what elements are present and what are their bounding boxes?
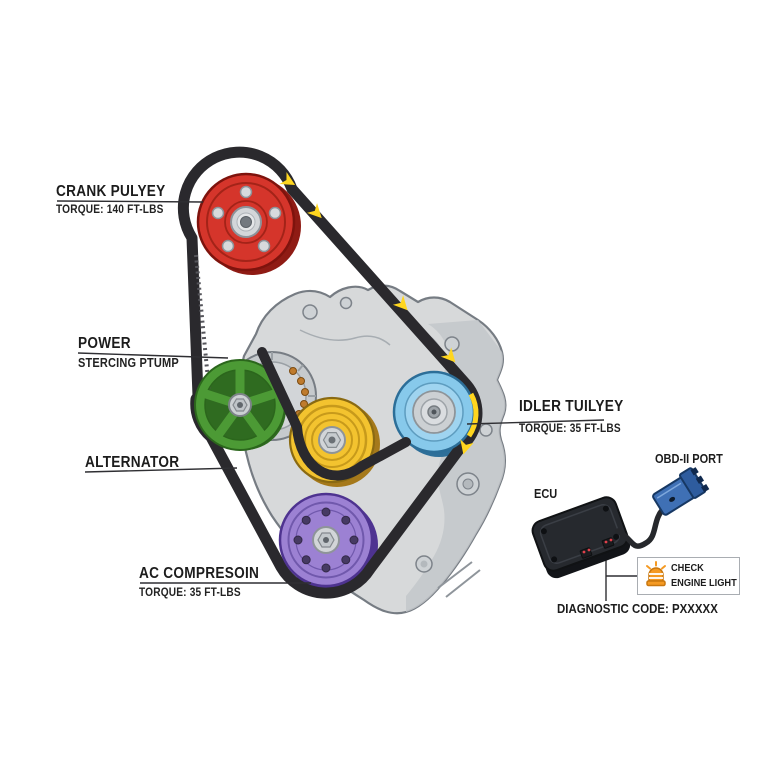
power-steering-pulley xyxy=(194,359,286,451)
belt-rib-texture xyxy=(194,254,211,391)
check-engine-light-icon xyxy=(646,561,666,587)
idler-pulley xyxy=(392,370,476,454)
ac-compressor-pulley xyxy=(278,492,374,588)
ac-compressor-torque: TORQUE: 35 FT-LBS xyxy=(139,587,241,599)
ecu-module xyxy=(531,496,631,579)
diagnostic-code-label: DIAGNOSTIC CODE: PXXXXX xyxy=(557,601,718,616)
crank-pulley xyxy=(196,172,296,272)
ecu-label: ECU xyxy=(534,487,558,501)
idler-leader-line xyxy=(466,419,605,425)
crank-pulley-label: CRANK PULYEY xyxy=(56,183,166,200)
alternator-label: ALTERNATOR xyxy=(85,454,180,471)
leader-lines xyxy=(56,200,637,601)
alternator-leader-line xyxy=(84,467,238,473)
power-steering-leader-line xyxy=(77,352,229,359)
ecu-leader-line xyxy=(605,559,637,601)
obd2-connector xyxy=(652,467,710,516)
serpentine-belt-inner-run xyxy=(257,347,411,481)
obd-port-label: OBD-II PORT xyxy=(655,452,723,466)
check-engine-label-line2: ENGINE LIGHT xyxy=(671,577,737,589)
ecu-obd-cable xyxy=(615,505,667,549)
idler-pulley-torque: TORQUE: 35 FT-LBS xyxy=(519,423,621,435)
crank-leader-line xyxy=(56,200,204,203)
check-engine-label-line1: CHECK xyxy=(671,562,704,574)
ac-compressor-label: AC COMPRESOIN xyxy=(139,565,260,582)
power-steering-label-line2: STERCING PTUMP xyxy=(78,356,179,370)
idler-pulley-label: IDLER TUILYEY xyxy=(519,398,624,415)
power-steering-label-line1: POWER xyxy=(78,335,131,352)
ecu-connectors xyxy=(579,537,615,559)
crank-pulley-torque: TORQUE: 140 FT-LBS xyxy=(56,204,164,216)
belt-direction-arrows xyxy=(279,171,479,455)
